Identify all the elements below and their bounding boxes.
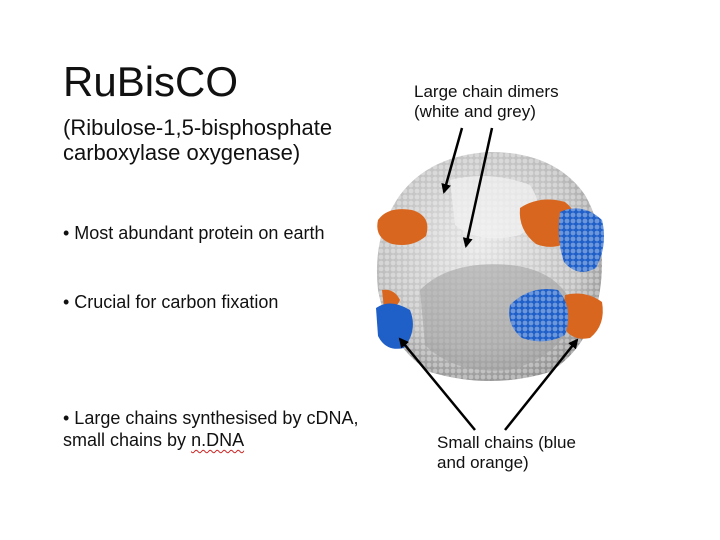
- arrow-large-chain-2: [466, 128, 492, 246]
- arrow-large-chain-1: [444, 128, 462, 192]
- arrow-small-chain-1: [400, 339, 475, 430]
- arrow-small-chain-2: [505, 340, 577, 430]
